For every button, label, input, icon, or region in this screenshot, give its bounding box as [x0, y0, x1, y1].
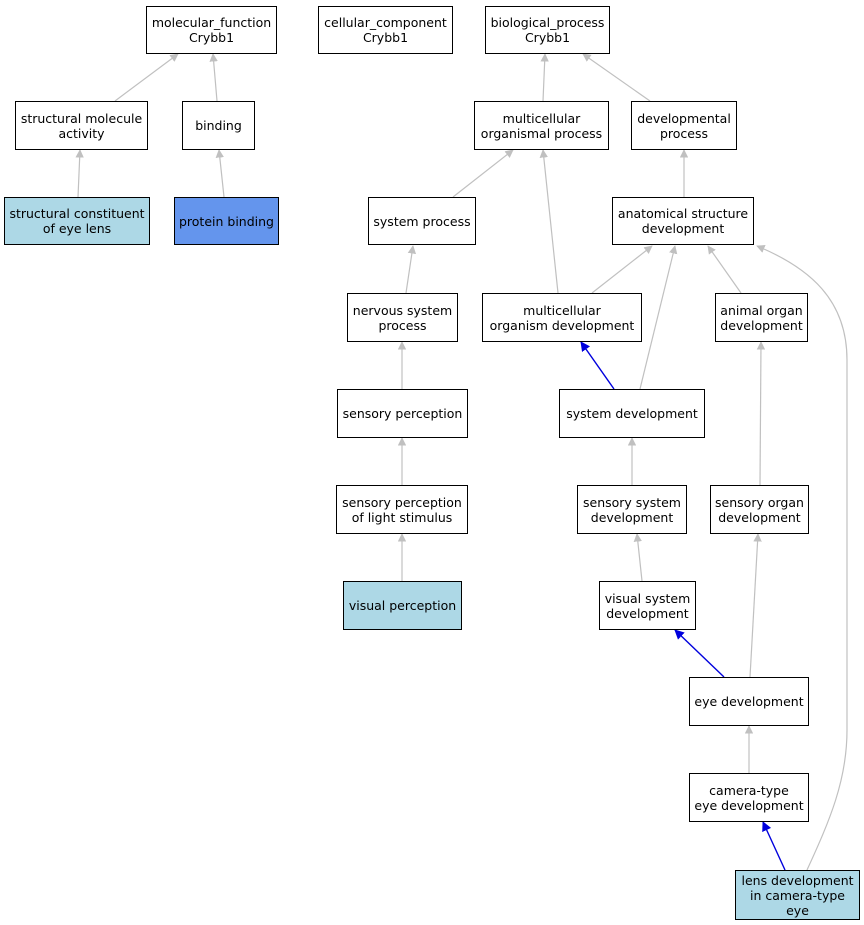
edge-system-development-to-multicellular-organism-development [580, 341, 615, 390]
edge-multicellular-organism-development-to-multicellular-organismal-process [539, 149, 559, 294]
edge-eye-development-to-sensory-organ-development [749, 533, 762, 678]
node-sensory-system-development[interactable]: sensory system development [577, 485, 687, 534]
edge-lens-development-to-anatomical-structure-development [756, 245, 848, 871]
node-structural-molecule-activity[interactable]: structural molecule activity [15, 101, 148, 150]
edge-visual-system-development-to-sensory-system-development [633, 533, 643, 582]
edge-lens-development-to-camera-type-eye-development [762, 821, 786, 871]
node-binding[interactable]: binding [182, 101, 255, 150]
node-multicellular-organism-development[interactable]: multicellular organism development [482, 293, 642, 342]
edge-structural-molecule-activity-to-molecular-function [114, 53, 179, 102]
edge-system-process-to-multicellular-organismal-process [452, 149, 514, 198]
node-system-process[interactable]: system process [368, 197, 476, 245]
node-animal-organ-development[interactable]: animal organ development [715, 293, 808, 342]
node-cellular-component[interactable]: cellular_component Crybb1 [318, 6, 453, 54]
node-developmental-process[interactable]: developmental process [631, 101, 737, 150]
node-visual-perception[interactable]: visual perception [343, 581, 462, 630]
node-structural-constituent-of-eye-lens[interactable]: structural constituent of eye lens [4, 197, 150, 245]
edge-eye-development-to-visual-system-development [674, 629, 725, 678]
edge-developmental-process-to-biological-process [582, 53, 651, 102]
edge-multicellular-organismal-process-to-biological-process [540, 53, 549, 102]
node-multicellular-organismal-process[interactable]: multicellular organismal process [474, 101, 609, 150]
node-eye-development[interactable]: eye development [689, 677, 809, 726]
node-anatomical-structure-development[interactable]: anatomical structure development [612, 197, 754, 245]
node-camera-type-eye-development[interactable]: camera-type eye development [689, 773, 809, 822]
node-visual-system-development[interactable]: visual system development [599, 581, 696, 630]
node-molecular-function[interactable]: molecular_function Crybb1 [146, 6, 277, 54]
edge-multicellular-organism-development-to-anatomical-structure-development [591, 245, 653, 294]
edge-system-development-to-anatomical-structure-development [639, 245, 678, 390]
node-nervous-system-process[interactable]: nervous system process [347, 293, 458, 342]
edge-animal-organ-development-to-anatomical-structure-development [707, 245, 742, 294]
node-sensory-organ-development[interactable]: sensory organ development [710, 485, 809, 534]
node-system-development[interactable]: system development [559, 389, 705, 438]
edge-binding-to-molecular-function [209, 53, 218, 102]
edge-sensory-organ-development-to-animal-organ-development [756, 341, 766, 486]
node-lens-development-in-camera-type-eye[interactable]: lens development in camera-type eye [735, 870, 860, 920]
edge-protein-binding-to-binding [215, 149, 225, 198]
edge-nervous-system-process-to-system-process [405, 245, 417, 294]
node-sensory-perception[interactable]: sensory perception [337, 389, 468, 438]
edge-structural-constituent-to-structural-molecule-activity [75, 149, 84, 198]
node-biological-process[interactable]: biological_process Crybb1 [485, 6, 610, 54]
node-protein-binding[interactable]: protein binding [174, 197, 279, 245]
node-sensory-perception-of-light-stimulus[interactable]: sensory perception of light stimulus [336, 485, 468, 534]
